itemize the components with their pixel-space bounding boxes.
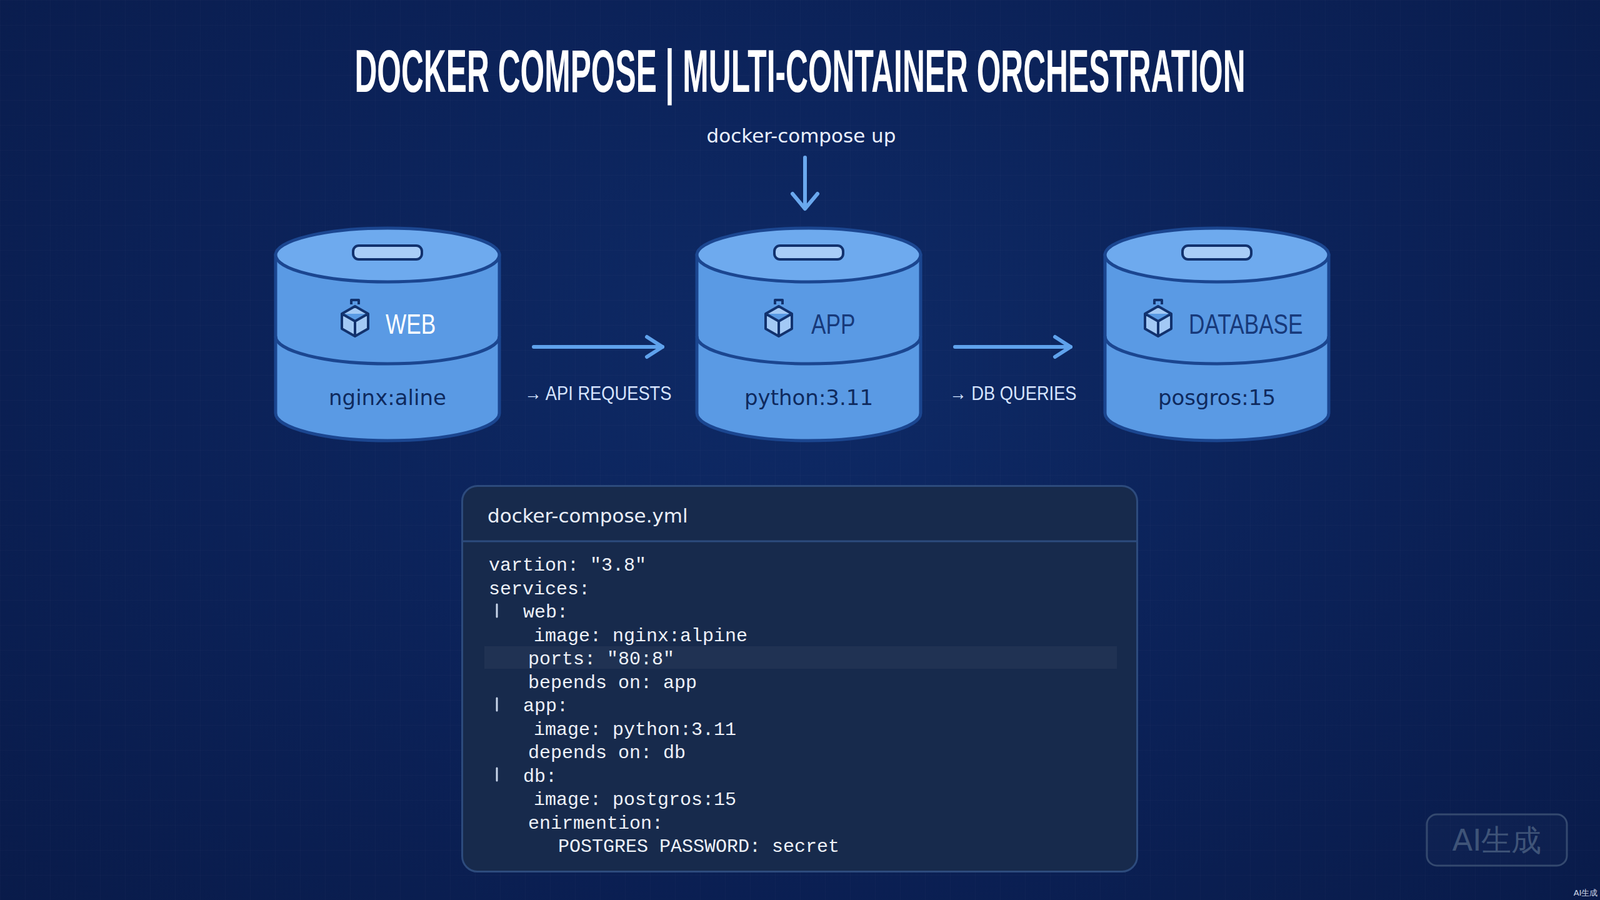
edge-label: → DB QUERIES — [949, 383, 1077, 404]
code-line: image: postgros:15 — [533, 790, 737, 810]
image-tag: nginx:aline — [328, 386, 447, 409]
cylinder-outline — [695, 226, 923, 442]
code-line: bepends on: app — [528, 673, 697, 693]
watermark: AI生成 — [1573, 888, 1599, 897]
service-name: DATABASE — [1188, 310, 1304, 339]
slot-icon — [774, 245, 844, 260]
code-line: enirmention: — [528, 814, 664, 834]
code-line: depends on: db — [528, 743, 686, 763]
command-arrow — [792, 157, 818, 209]
diagram-title: DOCKER COMPOSE | MULTI-CONTAINER ORCHEST… — [354, 41, 1245, 102]
edge-label: → API REQUESTS — [525, 383, 672, 404]
cube-icon — [1145, 300, 1172, 337]
service-name: APP — [811, 310, 855, 339]
container-cylinder: APP python:3.11 — [695, 226, 923, 442]
tree-bars — [496, 604, 499, 781]
container-cylinder: WEB nginx:aline — [273, 226, 502, 442]
panel-divider — [463, 540, 1137, 543]
slot-icon — [353, 245, 422, 260]
code-line: web: — [523, 603, 569, 622]
cube-icons — [341, 300, 1172, 337]
service-name: WEB — [385, 310, 436, 339]
line-highlight — [484, 646, 1117, 669]
container-cylinder: DATABASE posgros:15 — [1103, 226, 1331, 442]
flow-arrow — [955, 345, 1071, 349]
cylinder-top — [1105, 228, 1329, 282]
watermark: AI生成 — [1452, 825, 1542, 855]
flow-arrow — [533, 345, 663, 349]
image-tag: python:3.11 — [744, 386, 874, 409]
cylinder-top — [696, 228, 921, 282]
slot-icon — [1182, 245, 1252, 260]
cube-icon — [341, 300, 369, 337]
code-line: vartion: "3.8" — [488, 556, 647, 575]
cube-icon — [765, 300, 792, 337]
command-arrow-shaft — [803, 157, 807, 208]
cylinder-band — [275, 336, 500, 364]
file-name: docker-compose.yml — [487, 506, 689, 526]
watermark-frame — [1426, 814, 1567, 866]
image-tag: posgros:15 — [1158, 386, 1276, 409]
tree-bar — [496, 698, 499, 711]
code-line: ports: "80:8" — [528, 650, 675, 669]
code-panel: docker-compose.yml vartion: "3.8" services… — [461, 485, 1139, 873]
code-line: services: — [488, 580, 590, 599]
command-label: docker-compose up — [706, 126, 897, 146]
code-line: POSTGRES PASSWORD: secret — [558, 837, 840, 857]
command-arrow-head — [792, 193, 818, 209]
code-line: image: nginx:alpine — [533, 626, 748, 646]
tree-bar — [496, 604, 499, 617]
cylinder-top — [275, 228, 500, 282]
code-line: db: — [523, 767, 557, 787]
cylinder-band — [1105, 336, 1329, 364]
cylinder-band — [696, 336, 921, 364]
code-line: image: python:3.11 — [533, 720, 737, 740]
code-line: app: — [523, 696, 569, 716]
tree-bar — [496, 768, 499, 781]
